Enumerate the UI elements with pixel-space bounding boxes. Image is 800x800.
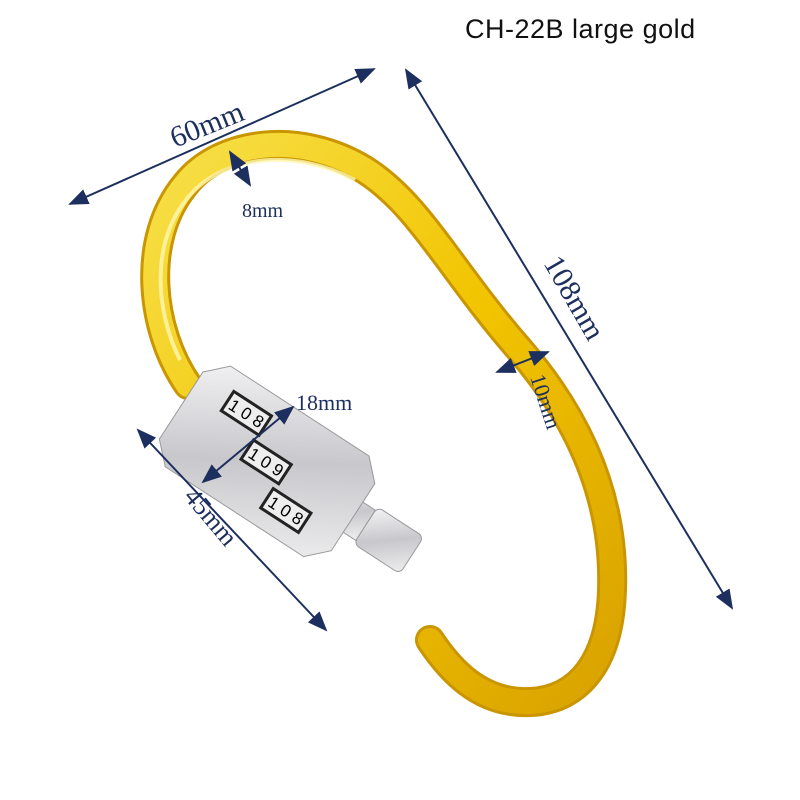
length-arrow [404, 68, 734, 610]
product-title: CH-22B large gold [465, 14, 696, 44]
body-thickness-arrow [495, 351, 550, 373]
length-label: 108mm [537, 250, 611, 346]
thickness-label: 8mm [242, 200, 284, 222]
lock-length-arrow [136, 428, 328, 632]
lock-width-label: 18mm [296, 390, 352, 415]
thickness-arrow [228, 150, 252, 187]
width-arrow [68, 68, 376, 205]
